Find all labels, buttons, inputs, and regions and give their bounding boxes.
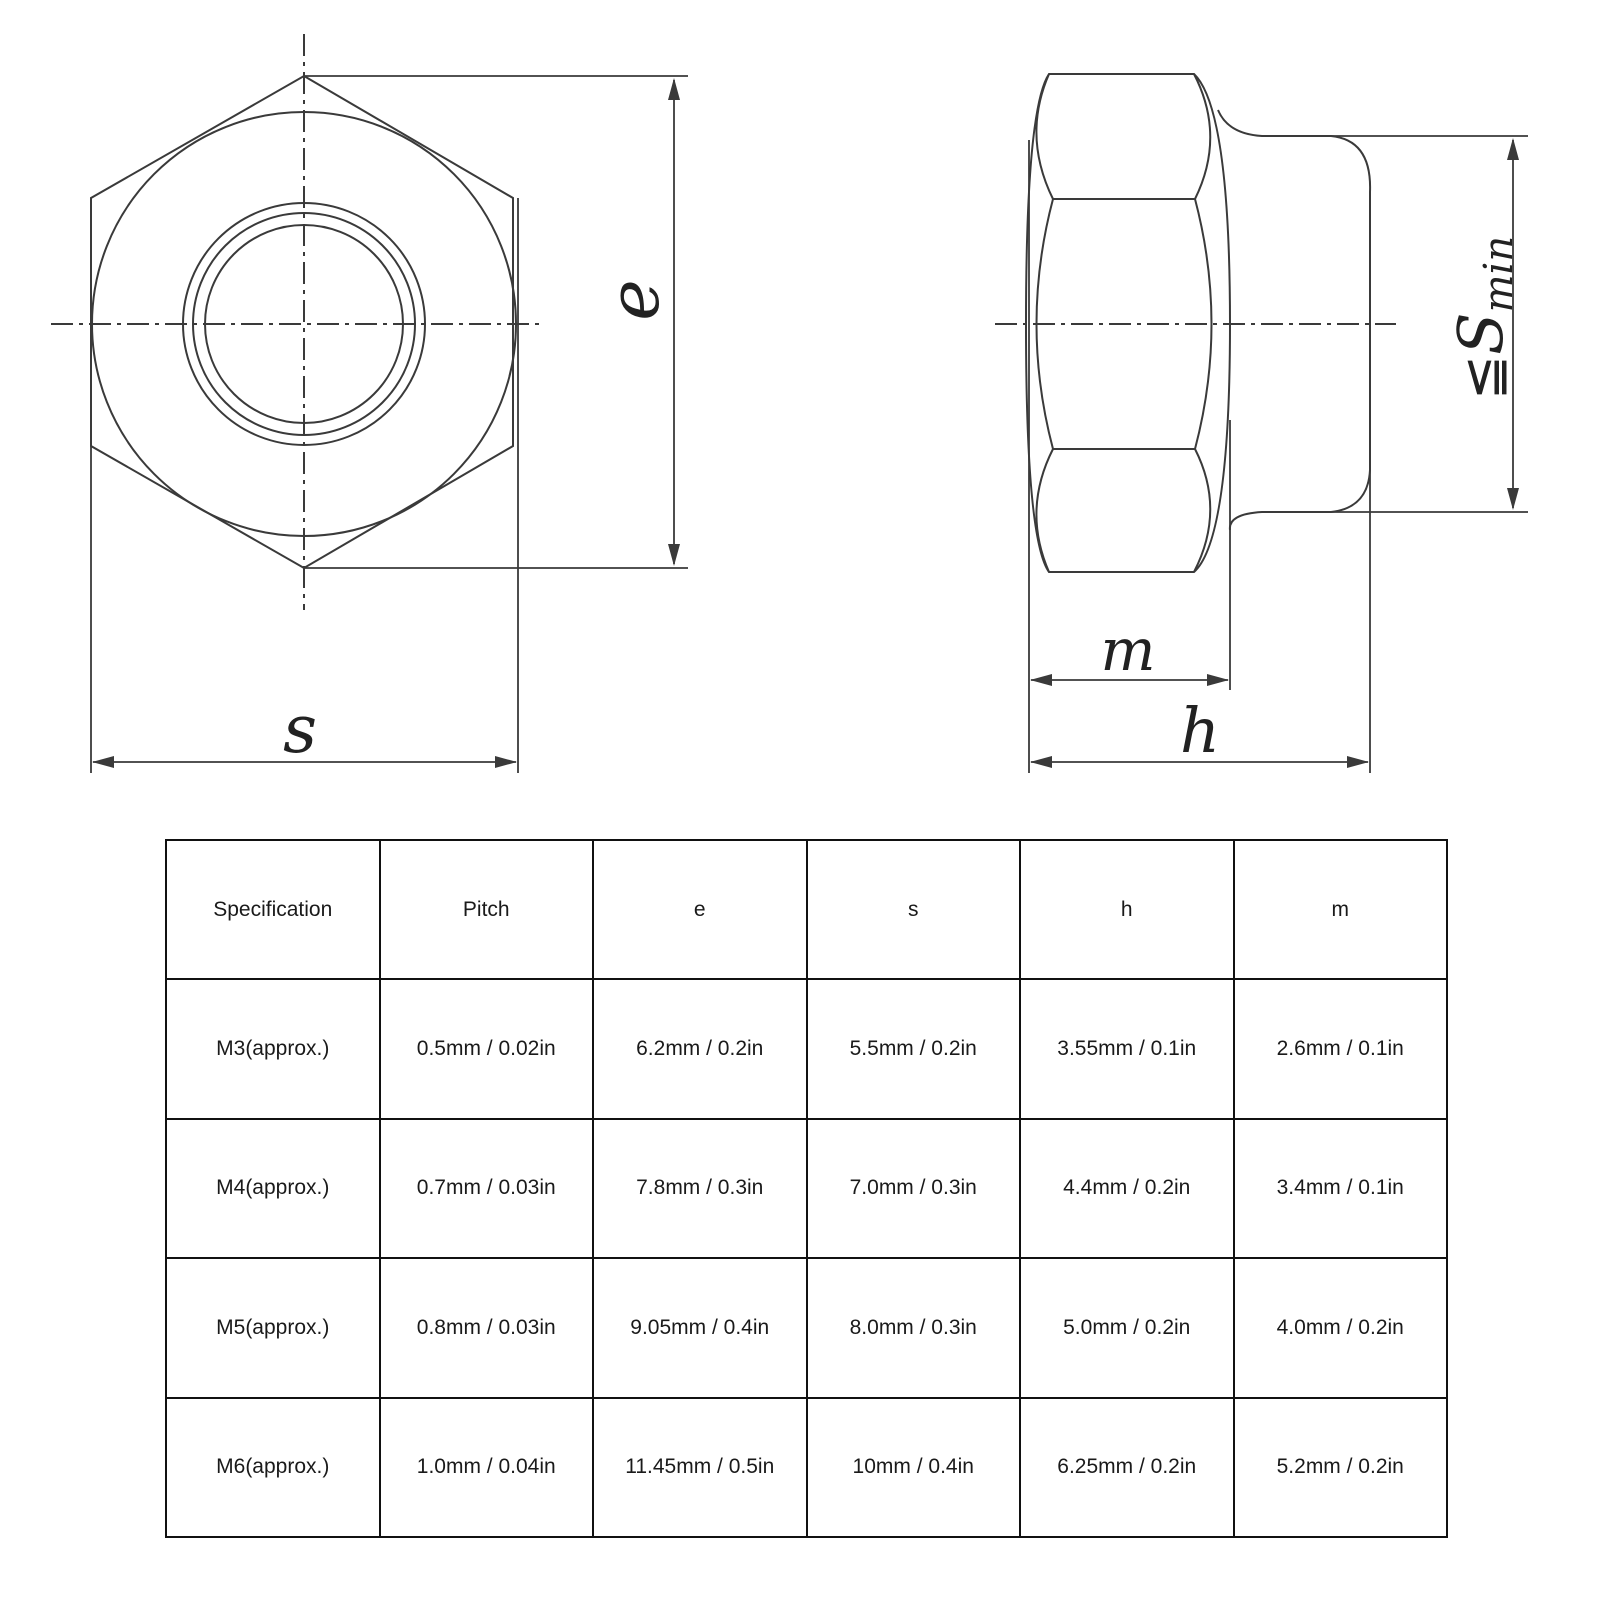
cell-s: 10mm / 0.4in bbox=[805, 1396, 1021, 1539]
smin-arrow-bottom bbox=[1507, 488, 1519, 510]
s-arrow-right bbox=[495, 756, 517, 768]
header-m: m bbox=[1232, 838, 1448, 981]
nut-technical-drawing: e s ≦Smin bbox=[51, 34, 1528, 773]
cell-specification: M6(approx.) bbox=[165, 1396, 381, 1539]
cell-h: 6.25mm / 0.2in bbox=[1019, 1396, 1235, 1539]
smin-subscript: min bbox=[1476, 236, 1522, 312]
cell-h: 4.4mm / 0.2in bbox=[1019, 1117, 1235, 1260]
header-pitch: Pitch bbox=[378, 838, 594, 981]
cell-pitch: 1.0mm / 0.04in bbox=[378, 1396, 594, 1539]
s-arrow-left bbox=[92, 756, 114, 768]
s-dimension-label: s bbox=[283, 691, 317, 768]
cell-e: 9.05mm / 0.4in bbox=[592, 1257, 808, 1399]
upper-face-arc bbox=[1035, 73, 1054, 200]
cell-h: 5.0mm / 0.2in bbox=[1019, 1257, 1235, 1399]
front-view: e s bbox=[51, 34, 688, 773]
cell-m: 5.2mm / 0.2in bbox=[1232, 1396, 1448, 1539]
hex-outline bbox=[90, 74, 514, 570]
m-dimension-label: m bbox=[1101, 616, 1156, 684]
smin-arrow-top bbox=[1507, 138, 1519, 160]
cell-e: 11.45mm / 0.5in bbox=[592, 1396, 808, 1539]
middle-face-arc-right bbox=[1194, 198, 1213, 450]
cell-h: 3.55mm / 0.1in bbox=[1019, 978, 1235, 1120]
table-row: M4(approx.) 0.7mm / 0.03in 7.8mm / 0.3in… bbox=[165, 1117, 1448, 1260]
h-arrow-right bbox=[1347, 756, 1369, 768]
header-s: s bbox=[805, 838, 1021, 981]
header-specification: Specification bbox=[165, 838, 381, 981]
header-e: e bbox=[592, 838, 808, 981]
cell-specification: M5(approx.) bbox=[165, 1257, 381, 1399]
header-h: h bbox=[1019, 838, 1235, 981]
lower-face-arc-right bbox=[1193, 448, 1212, 573]
h-arrow-left bbox=[1030, 756, 1052, 768]
cell-e: 7.8mm / 0.3in bbox=[592, 1117, 808, 1260]
side-view: ≦Smin m h bbox=[995, 73, 1528, 773]
smin-prefix: ≦ bbox=[1452, 355, 1515, 400]
m-arrow-left bbox=[1030, 674, 1052, 686]
cell-specification: M3(approx.) bbox=[165, 978, 381, 1120]
cell-m: 4.0mm / 0.2in bbox=[1232, 1257, 1448, 1399]
e-arrow-bottom bbox=[668, 544, 680, 566]
m-arrow-right bbox=[1207, 674, 1229, 686]
svg-text:≦Smin: ≦Smin bbox=[1444, 236, 1522, 400]
cell-pitch: 0.5mm / 0.02in bbox=[378, 978, 594, 1120]
cell-pitch: 0.8mm / 0.03in bbox=[378, 1257, 594, 1399]
table-row: M3(approx.) 0.5mm / 0.02in 6.2mm / 0.2in… bbox=[165, 978, 1448, 1120]
cell-m: 3.4mm / 0.1in bbox=[1232, 1117, 1448, 1260]
cell-s: 5.5mm / 0.2in bbox=[805, 978, 1021, 1120]
cell-m: 2.6mm / 0.1in bbox=[1232, 978, 1448, 1120]
thread-mid-circle bbox=[192, 212, 416, 436]
cell-e: 6.2mm / 0.2in bbox=[592, 978, 808, 1120]
smin-symbol: S bbox=[1444, 312, 1517, 354]
cell-specification: M4(approx.) bbox=[165, 1117, 381, 1260]
collar-outline bbox=[1217, 109, 1372, 531]
cell-pitch: 0.7mm / 0.03in bbox=[378, 1117, 594, 1260]
lower-face-arc bbox=[1035, 448, 1054, 573]
table-row: M6(approx.) 1.0mm / 0.04in 11.45mm / 0.5… bbox=[165, 1396, 1448, 1539]
cell-s: 7.0mm / 0.3in bbox=[805, 1117, 1021, 1260]
e-dimension-label: e bbox=[593, 279, 675, 320]
specification-table: Specification Pitch e s h m M3(approx.) … bbox=[165, 838, 1448, 1539]
smin-dimension-label: ≦Smin bbox=[1444, 236, 1522, 400]
h-dimension-label: h bbox=[1180, 694, 1220, 767]
e-arrow-top bbox=[668, 78, 680, 100]
upper-face-arc-right bbox=[1193, 73, 1212, 200]
table-row: M5(approx.) 0.8mm / 0.03in 9.05mm / 0.4i… bbox=[165, 1257, 1448, 1399]
table-header-row: Specification Pitch e s h m bbox=[165, 838, 1448, 981]
cell-s: 8.0mm / 0.3in bbox=[805, 1257, 1021, 1399]
